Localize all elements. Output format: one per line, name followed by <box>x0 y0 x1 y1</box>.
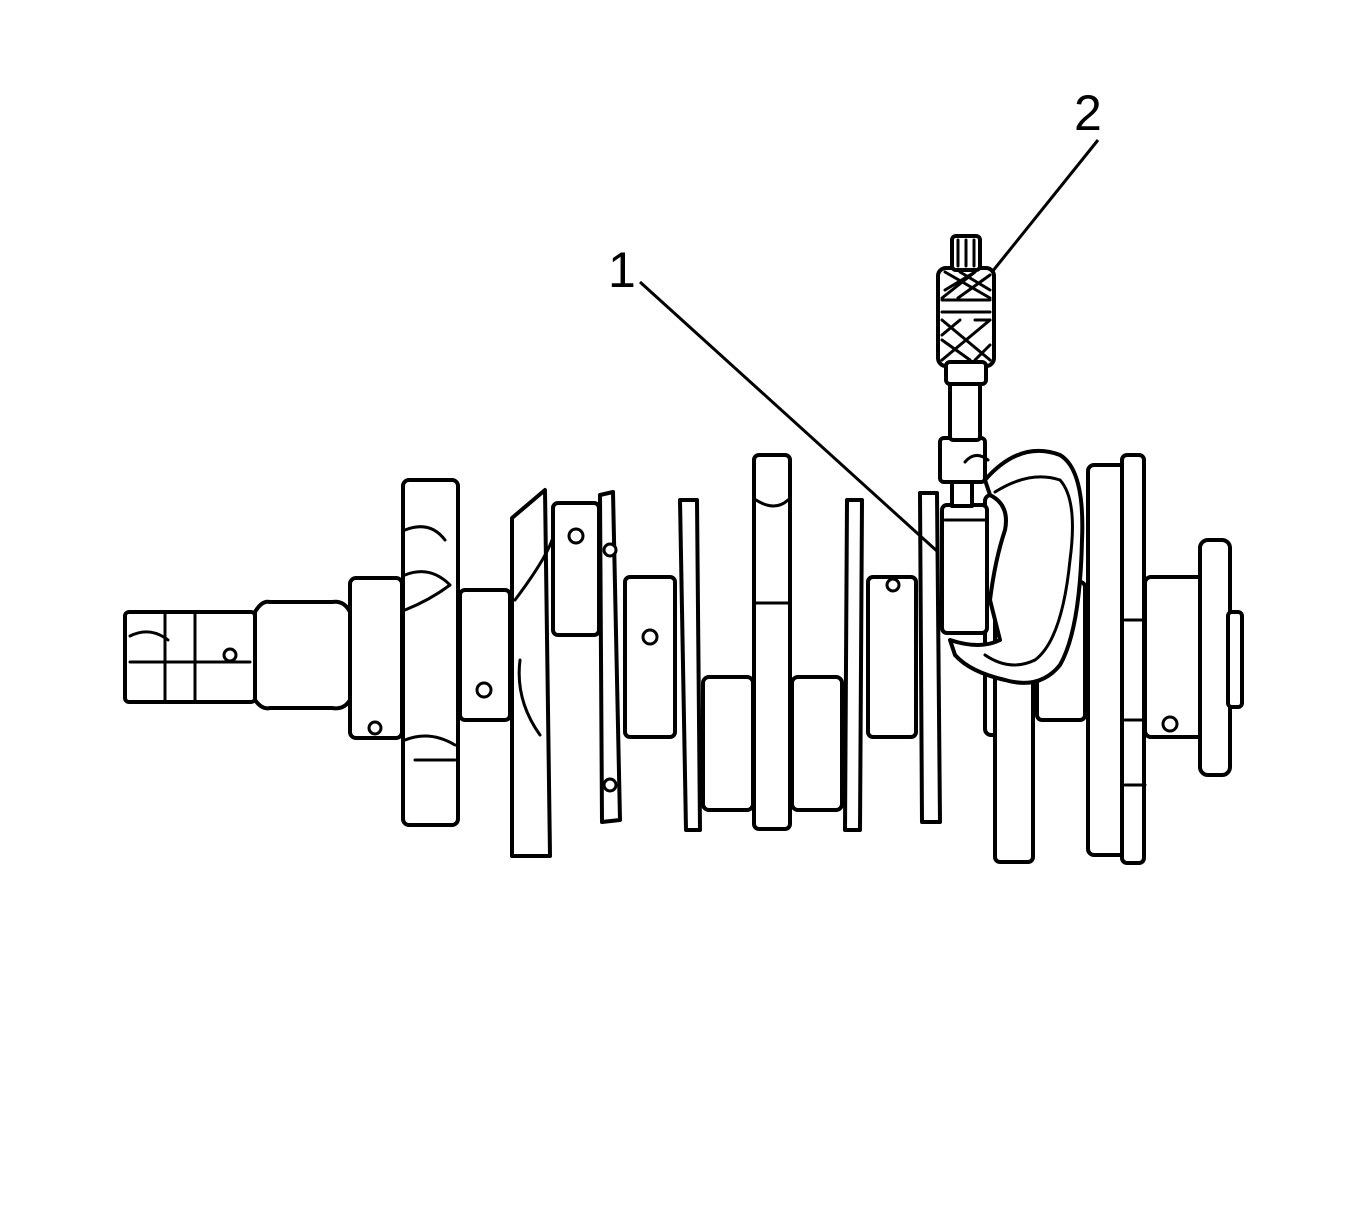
web-4 <box>843 498 864 832</box>
rear-flange <box>1086 453 1147 865</box>
main-journal-center-left <box>701 675 755 812</box>
callout-2: 2 <box>990 85 1102 273</box>
micrometer-sleeve <box>938 436 987 484</box>
rear-hub <box>1198 538 1244 777</box>
main-journal-front <box>348 576 404 740</box>
web-3 <box>678 498 702 832</box>
counterweight-1 <box>401 478 460 827</box>
counterweight-center <box>752 453 792 831</box>
web-2 <box>598 490 622 824</box>
crankshaft-front-collar <box>253 599 352 711</box>
main-journal-center-right <box>790 675 844 812</box>
crank-pin-1 <box>458 588 512 722</box>
micrometer-thimble <box>936 266 996 386</box>
crankshaft <box>123 453 1244 865</box>
micrometer <box>936 234 1085 685</box>
main-journal-2 <box>551 501 601 637</box>
crank-pin-2 <box>623 575 677 739</box>
micrometer-frame <box>948 448 1085 685</box>
main-journal-rear <box>1143 575 1207 739</box>
callout-1-label: 1 <box>608 242 636 298</box>
callout-2-leader <box>990 139 1100 273</box>
crankshaft-nose <box>123 610 257 704</box>
callout-1: 1 <box>608 242 940 554</box>
callout-1-leader <box>638 280 940 554</box>
crank-pin-3 <box>866 575 918 739</box>
micrometer-ratchet <box>950 234 982 272</box>
micrometer-anvil <box>940 503 989 635</box>
callout-2-label: 2 <box>1074 85 1102 141</box>
web-5 <box>918 491 942 824</box>
counterweight-2 <box>510 488 554 858</box>
